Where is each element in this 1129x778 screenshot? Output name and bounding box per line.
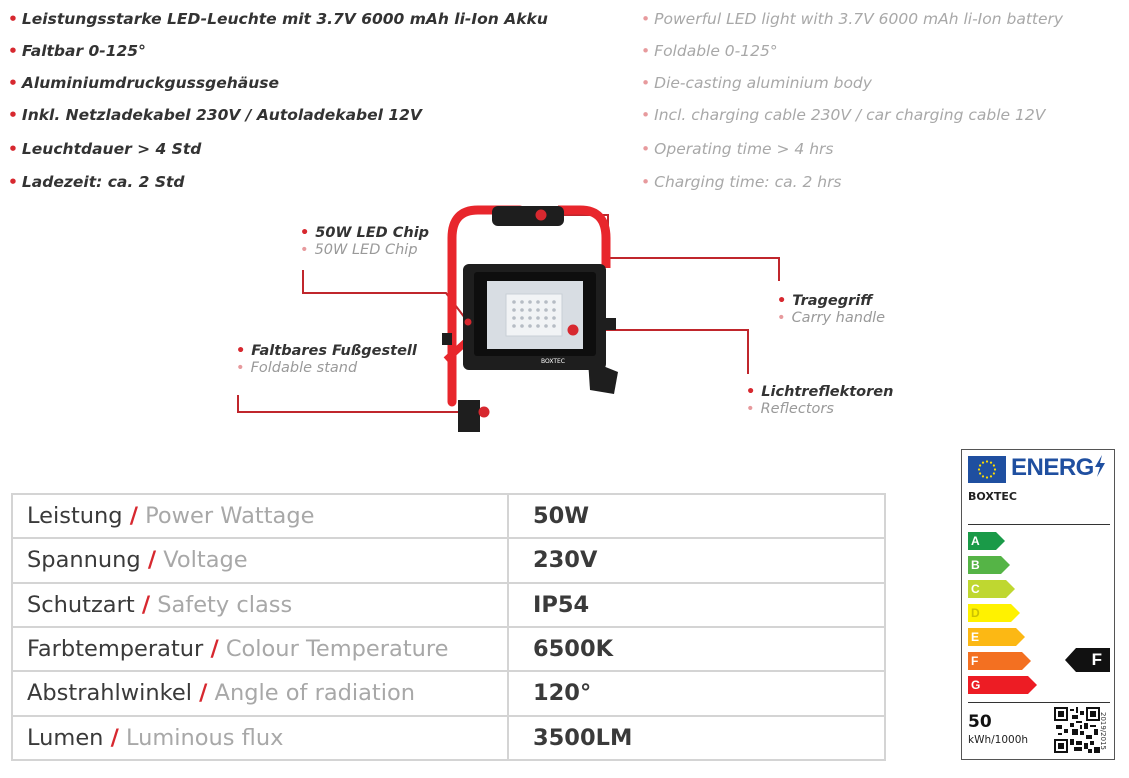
spec-table: Leistung / Power Wattage 50W Spannung / … [11,492,886,762]
eu-flag-icon [968,456,1006,483]
feature-en-5: •Operating time > 4 hrs [641,140,834,158]
stand-frame [442,205,618,432]
energy-class-g: G [968,676,1037,694]
spec-value: 3500LM [507,714,886,762]
energy-brand: BOXTEC [968,490,1017,503]
spec-value: 6500K [507,625,886,673]
regulation-number: 2019/2015 [1099,712,1107,750]
energy-class-e: E [968,628,1025,646]
divider [968,702,1110,703]
spec-value: 230V [507,537,886,584]
callout-reflectors: •Lichtreflektoren •Reflectors [746,384,894,417]
lightning-icon [1094,455,1105,477]
spec-label: Lumen / Luminous flux [11,714,509,762]
callout-markers [464,209,579,418]
spec-value: IP54 [507,581,886,628]
spec-label: Spannung / Voltage [11,537,509,584]
table-row: Schutzart / Safety class IP54 [11,581,886,628]
feature-de-1: •Leistungsstarke LED-Leuchte mit 3.7V 60… [8,10,548,28]
spec-label: Abstrahlwinkel / Angle of radiation [11,670,509,717]
lamp-brand-text: BOXTEC [541,358,565,365]
energy-rating-arrow: F [1065,648,1110,672]
table-row: Lumen / Luminous flux 3500LM [11,714,886,762]
energy-title: ENERG [1011,454,1106,482]
feature-de-4: •Inkl. Netzladekabel 230V / Autoladekabe… [8,106,422,124]
energy-consumption: 50 [968,712,992,732]
energy-unit: kWh/1000h [968,734,1029,746]
energy-class-d: D [968,604,1020,622]
table-row: Abstrahlwinkel / Angle of radiation 120° [11,670,886,717]
energy-class-a: A [968,532,1005,550]
qr-code-icon [1054,707,1100,753]
lamp-body: BOXTEC [463,264,606,370]
table-row: Spannung / Voltage 230V [11,537,886,584]
table-row: Farbtemperatur / Colour Temperature 6500… [11,625,886,673]
callout-led-chip: •50W LED Chip •50W LED Chip [300,225,430,258]
spec-label: Schutzart / Safety class [11,581,509,628]
feature-en-2: •Foldable 0-125° [641,42,778,60]
energy-class-b: B [968,556,1010,574]
feature-en-3: •Die-casting aluminium body [641,74,872,92]
callout-carry-handle: •Tragegriff •Carry handle [777,293,886,326]
spec-value: 120° [507,670,886,717]
feature-en-4: •Incl. charging cable 230V / car chargin… [641,106,1046,124]
feature-de-5: •Leuchtdauer > 4 Std [8,140,202,158]
spec-value: 50W [507,492,886,540]
feature-de-2: •Faltbar 0-125° [8,42,146,60]
led-floodlight-illustration: BOXTEC [237,205,780,432]
divider [968,524,1110,525]
feature-en-6: •Charging time: ca. 2 hrs [641,173,842,191]
feature-de-3: •Aluminiumdruckgussgehäuse [8,74,279,92]
carry-handle [492,206,564,226]
spec-label: Farbtemperatur / Colour Temperature [11,625,509,673]
spec-label: Leistung / Power Wattage [11,492,509,540]
callout-foldable-stand: •Faltbares Fußgestell •Foldable stand [236,343,417,376]
energy-class-c: C [968,580,1015,598]
energy-class-f: F [968,652,1031,670]
energy-label: ENERG BOXTEC A B C D E F G F 50 kWh/1000… [961,449,1115,760]
feature-de-6: •Ladezeit: ca. 2 Std [8,173,185,191]
table-row: Leistung / Power Wattage 50W [11,492,886,540]
feature-en-1: •Powerful LED light with 3.7V 6000 mAh l… [641,10,1064,28]
